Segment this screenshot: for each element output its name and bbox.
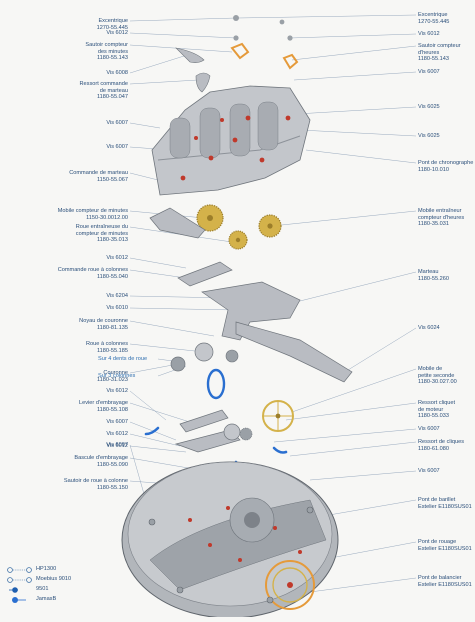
legend-label-legend-9501: 9501 (36, 586, 49, 592)
leader-vis-6007-r3 (309, 470, 417, 481)
label-sautoir-heures: Sautoir compteur d'heures 1180-55.143 (418, 43, 461, 63)
label-commande-roue: Commande roue à colonnes 1180-55.040 (57, 267, 128, 280)
leader-couronne (129, 363, 179, 374)
leader-vis-6025-b (299, 129, 417, 137)
label-vis-6007-c: Vis 6007 (106, 419, 128, 425)
leader-vis-6012-r (289, 33, 417, 39)
leader-sautoir-heures (291, 45, 417, 61)
label-sur-4-dents: Sur 4 dents de roue (98, 356, 148, 362)
leader-ressort-cliques (289, 441, 417, 457)
leader-vis-6024 (347, 327, 417, 371)
leader-vis-6007-r1 (293, 71, 417, 81)
legend-label-legend-moebius: Moebius 9010 (36, 576, 72, 582)
label-vis-6012-b: Vis 6012 (106, 255, 128, 261)
label-vis-6008: Vis 6008 (106, 70, 128, 76)
label-commande-marteau: Commande de marteau 1150-55.067 (69, 170, 128, 183)
label-excentrique-right: Excentrique 1270-55.445 (418, 12, 450, 25)
leader-vis-6012-b (129, 257, 187, 269)
top-screws (233, 15, 293, 41)
label-vis-6007-r3: Vis 6007 (418, 468, 440, 474)
marteau-lever (149, 207, 353, 383)
label-roue-entraineuse: Roue entraîneuse du compteur de minutes … (75, 224, 128, 244)
label-pont-barillet: Pont de barillet Estelier E1180SUS01 (418, 497, 472, 510)
label-bascule-embrayage: Bascule d'embrayage 1180-55.090 (74, 455, 128, 468)
label-vis-6007-a: Vis 6007 (106, 120, 128, 126)
label-vis-6025-b: Vis 6025 (418, 133, 440, 139)
leader-mobile-heures (271, 210, 417, 227)
leader-commande-marteau (129, 172, 159, 181)
label-mobile-heures: Mobile entraîneur compteur d'heures 1180… (418, 208, 465, 228)
label-couronne: Couronne 1180-31.023 (96, 370, 128, 383)
label-noyau-couronne: Noyau de couronne 1180-81.135 (79, 318, 128, 331)
legend-hp1300-icon (7, 567, 32, 573)
main-plate (121, 461, 339, 619)
label-levier-embrayage: Levier d'embrayage 1180-55.108 (79, 400, 128, 413)
label-vis-6007-r1: Vis 6007 (418, 69, 440, 75)
label-vis-6012-a: Vis 6012 (106, 30, 128, 36)
legend-symbols (7, 567, 32, 603)
leader-levier-embrayage (129, 402, 197, 425)
leader-pont-chronographe (305, 149, 417, 164)
label-vis-6024: Vis 6024 (418, 325, 440, 331)
leader-vis-6012-e (129, 445, 187, 453)
leader-vis-6008 (129, 55, 185, 74)
label-vis-6012-c: Vis 6012 (106, 388, 128, 394)
leader-mobile-seconde (291, 368, 417, 413)
leader-vis-6012-d (129, 433, 181, 447)
leader-ressort-commande (129, 79, 199, 85)
leader-vis-6007-r2 (273, 428, 417, 443)
label-sur-3-colonnes: Sur 3 colonnes (98, 373, 136, 379)
leader-vis-6025-a (295, 106, 417, 115)
label-ressort-cliques: Ressort de cliques 1180-61.080 (418, 439, 465, 452)
leader-excentrique-right (237, 14, 417, 19)
label-vis-6012-r: Vis 6012 (418, 31, 440, 37)
label-vis-6007-r2: Vis 6007 (418, 426, 440, 432)
label-pont-balancier: Pont de balancier Estelier E1180SUS01 (418, 575, 472, 588)
leader-vis-6012-a (129, 32, 237, 39)
leader-pont-rouage (319, 541, 417, 561)
leader-sautoir-minutes (129, 44, 233, 53)
label-vis-6204: Vis 6204 (106, 293, 128, 299)
leader-marteau (295, 271, 417, 303)
leader-vis-6010 (129, 307, 237, 311)
legend-label-legend-jamass: JamasB (36, 596, 57, 602)
label-ressort-commande: Ressort commande de marteau 1180-55.047 (79, 81, 129, 101)
label-roue-colonnes: Roue à colonnes 1180-55.185 (86, 341, 128, 354)
leader-ressort-cliquet (285, 402, 417, 421)
legend-label-legend-hp1300: HP1300 (36, 566, 57, 572)
label-sautoir-roue: Sautoir de roue à colonne 1180-55.150 (63, 478, 128, 491)
gold-gears (196, 204, 282, 250)
label-pont-rouage: Pont de rouage Estelier E1180SUS01 (418, 539, 472, 552)
chronograph-bridge (151, 85, 311, 196)
label-ressort-cliquet: Ressort cliquet de moteur 1180-55.033 (418, 400, 455, 420)
label-mobile-seconde: Mobile de petite seconde 1180-30.027.00 (418, 366, 457, 386)
leader-roue-colonnes (129, 343, 205, 353)
label-vis-6012-d: Vis 6012 (106, 431, 128, 437)
leader-vis-6012-c (129, 390, 167, 421)
leader-noyau-couronne (129, 320, 215, 337)
legend-moebius-icon (7, 577, 32, 583)
column-wheel-assembly (170, 342, 239, 400)
label-vis-6007-d: Vis 6007 (106, 442, 128, 448)
middle-levers (174, 409, 253, 453)
label-vis-6010: Vis 6010 (106, 305, 128, 311)
small-seconds-wheel (262, 400, 294, 432)
label-vis-6012-e: Vis 6012 (106, 443, 128, 449)
label-marteau: Marteau 1180-55.260 (418, 269, 450, 282)
legend-jamass-icon (12, 597, 26, 603)
label-mobile-minutes: Mobile compteur de minutes 1150-30.0012.… (57, 208, 128, 221)
label-vis-6025-a: Vis 6025 (418, 104, 440, 110)
leader-excentrique-left (129, 17, 237, 22)
leader-pont-balancier (309, 577, 417, 593)
label-excentrique-left: Excentrique 1270-55.445 (96, 18, 128, 31)
sautoir-parts (230, 42, 299, 70)
label-vis-6007-b: Vis 6007 (106, 144, 128, 150)
leader-vis-6007-a (129, 122, 161, 129)
legend-9501-icon (9, 587, 18, 593)
label-sautoir-minutes: Sautoir compteur des minutes 1180-55.143 (85, 42, 128, 62)
label-pont-chronographe: Pont de chronographe 1180-10.010 (418, 160, 474, 173)
